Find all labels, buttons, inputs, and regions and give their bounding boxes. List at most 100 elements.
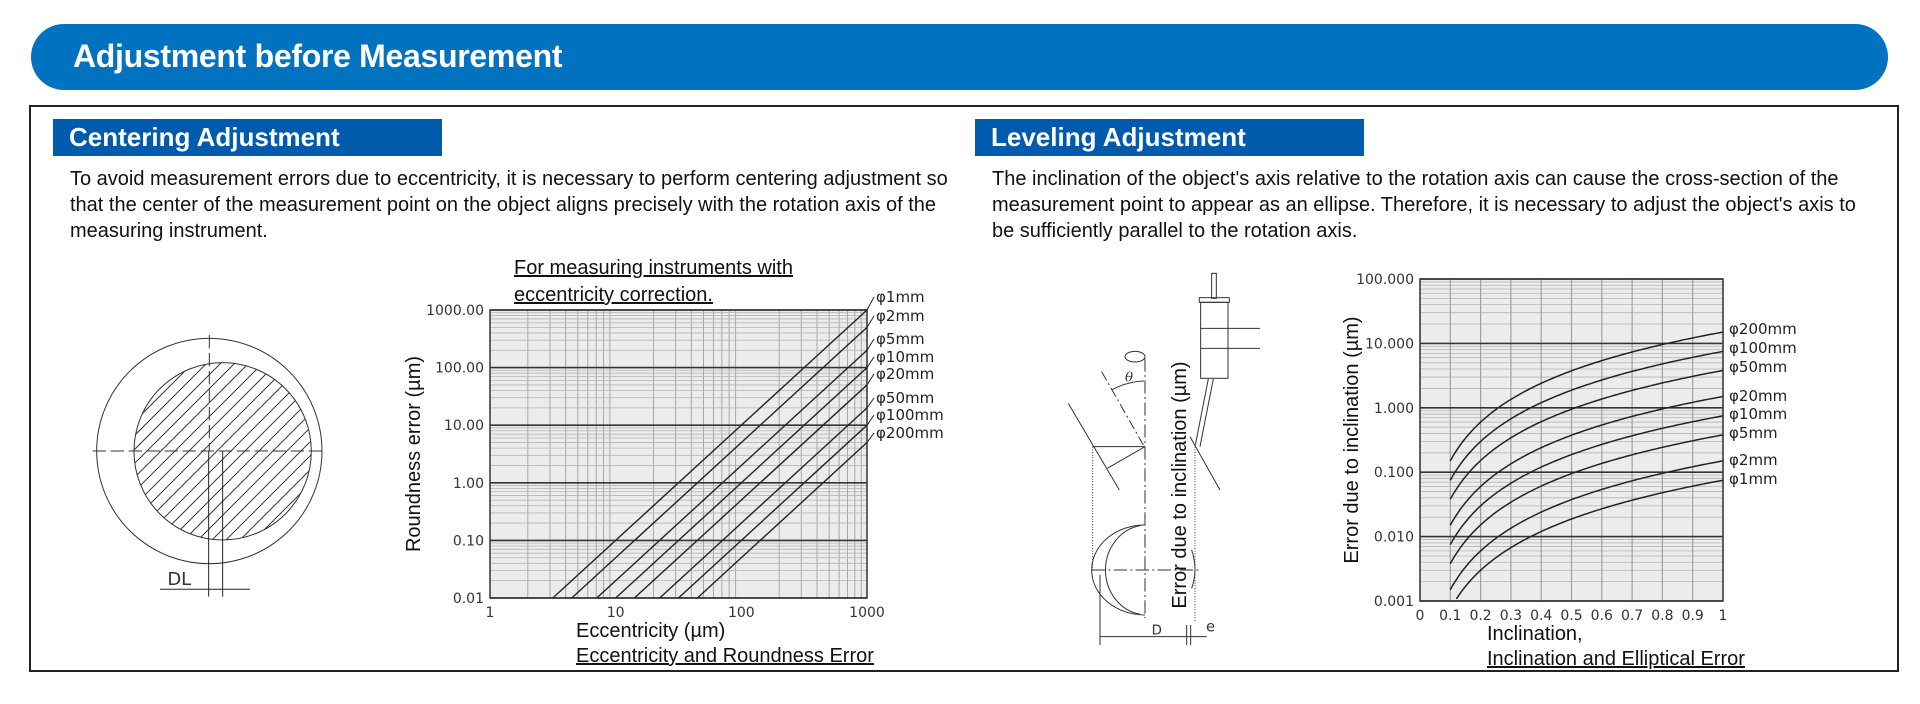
hatch-line (184, 362, 312, 540)
inclination-diagram: θ D e (1067, 272, 1260, 645)
theta-label: θ (1125, 371, 1133, 386)
chart1-series-label: φ10mm (876, 348, 934, 366)
chart2-xtick-label: 0.6 (1591, 608, 1613, 624)
hatch-line (198, 362, 312, 540)
hatch-line (240, 362, 312, 540)
chart1-label-leader (866, 397, 875, 409)
chart2-series-label: φ10mm (1729, 405, 1787, 423)
chart1-series-label: φ5mm (876, 330, 925, 348)
hatch-line (133, 362, 301, 540)
chart2-series-line (1455, 479, 1724, 600)
centering-heading: Centering Adjustment (53, 119, 442, 156)
chart2-series-line (1449, 350, 1724, 481)
chart1-label-leader (866, 356, 875, 368)
chart1-ytick-label: 0.01 (453, 591, 484, 607)
chart2-series-line (1449, 331, 1724, 462)
hatch-line (133, 362, 204, 540)
chart2-ytick-label: 0.100 (1374, 465, 1414, 481)
chart2-ytick-label: 0.010 (1374, 530, 1414, 546)
chart2-ytick-label: 10.000 (1365, 336, 1414, 352)
chart2-plot-border (1419, 278, 1724, 602)
chart1-series-label: φ20mm (876, 365, 934, 383)
chart2-caption: Inclination and Elliptical Error (1487, 648, 1745, 670)
chart2-series-line (1449, 415, 1724, 545)
hatch-line (133, 362, 176, 540)
chart1-ytick-label: 100.00 (435, 361, 484, 377)
chart1-series-line (659, 407, 868, 599)
hatch-line (212, 362, 312, 540)
normal-arrow (1107, 446, 1146, 469)
chart2-xtick-label: 0.4 (1530, 608, 1552, 624)
chart1-label-leader (866, 373, 875, 386)
chart2-xtick-label: 0.9 (1682, 608, 1704, 624)
chart2-series-line (1449, 460, 1724, 591)
dl-label: DL (167, 569, 191, 590)
chart1-xtick-label: 1 (486, 605, 495, 621)
chart1-ytick-label: 0.10 (453, 533, 484, 549)
ellipse-section (1105, 525, 1141, 615)
hatch-line (133, 362, 218, 540)
chart1-label-leader (866, 296, 875, 311)
chart1-xtick-label: 100 (728, 605, 755, 621)
chart2-xtick-label: 1 (1719, 608, 1728, 624)
chart2-ytick-label: 1.000 (1374, 401, 1414, 417)
right-arc (1191, 549, 1196, 589)
centering-description: To avoid measurement errors due to eccen… (70, 168, 948, 242)
chart1-xlabel: Eccentricity (µm) (576, 620, 725, 642)
inclination-vertical-label: Error due to inclination (µm) (1169, 361, 1191, 608)
chart1-ytick-label: 1.00 (453, 476, 484, 492)
chart2-xtick-label: 0.2 (1469, 608, 1491, 624)
chart1-ytick-label: 1000.00 (426, 303, 484, 319)
chart1-plot-area (490, 310, 867, 598)
leveling-description: The inclination of the object's axis rel… (992, 168, 1856, 242)
chart1-xtick-label: 10 (607, 605, 625, 621)
chart2-series-line (1449, 434, 1724, 565)
chart1-series-line (677, 424, 868, 599)
chart2-ytick-label: 0.001 (1374, 594, 1414, 610)
object-axis (1101, 371, 1144, 446)
chart1-caption: Eccentricity and Roundness Error (576, 645, 874, 667)
stylus-b (1199, 378, 1214, 447)
chart1-series-line (552, 309, 868, 599)
chart2-series-label: φ1mm (1729, 470, 1778, 488)
chart2-series-label: φ5mm (1729, 424, 1778, 442)
page-title: Adjustment before Measurement (73, 38, 563, 74)
chart1-series-line (571, 326, 868, 599)
hatch-line (170, 362, 312, 540)
d-label: D (1152, 623, 1162, 638)
chart2-xtick-label: 0.3 (1500, 608, 1522, 624)
chart2-ytick-label: 100.000 (1356, 272, 1414, 288)
stylus-a (1194, 378, 1209, 446)
hatch-line (133, 362, 246, 540)
chart2-series-label: φ20mm (1729, 387, 1787, 405)
leveling-heading: Leveling Adjustment (975, 119, 1364, 156)
chart1-title-line2: eccentricity correction. (514, 284, 713, 306)
chart2-xtick-label: 0.1 (1439, 608, 1461, 624)
chart1-series-label: φ200mm (876, 424, 944, 442)
chart2-xlabel: Inclination, (1487, 623, 1583, 645)
chart1-series-label: φ2mm (876, 307, 925, 325)
chart1-series-line (615, 367, 868, 599)
chart1-label-leader (866, 432, 875, 443)
chart2-ylabel: Error due to inclination (µm) (1341, 316, 1363, 563)
chart1-xtick-label: 1000 (849, 605, 885, 621)
chart1-series-line (696, 442, 868, 599)
chart2-xtick-label: 0.7 (1621, 608, 1643, 624)
chart1-label-leader (866, 315, 875, 328)
hatch-line (296, 362, 312, 540)
hatch-line (226, 362, 312, 540)
hatch-line (156, 362, 312, 540)
chart1-series-line (596, 349, 868, 599)
chart2-series-label: φ2mm (1729, 451, 1778, 469)
chart1-label-leader (866, 338, 875, 351)
hatch-line (133, 362, 162, 540)
chart2-xtick-label: 0.8 (1651, 608, 1673, 624)
chart2-series-label: φ50mm (1729, 358, 1787, 376)
chart1-series-line (633, 384, 868, 599)
hatch-line (133, 362, 190, 540)
hatch-line (133, 362, 148, 540)
chart2-series-line (1449, 369, 1724, 500)
